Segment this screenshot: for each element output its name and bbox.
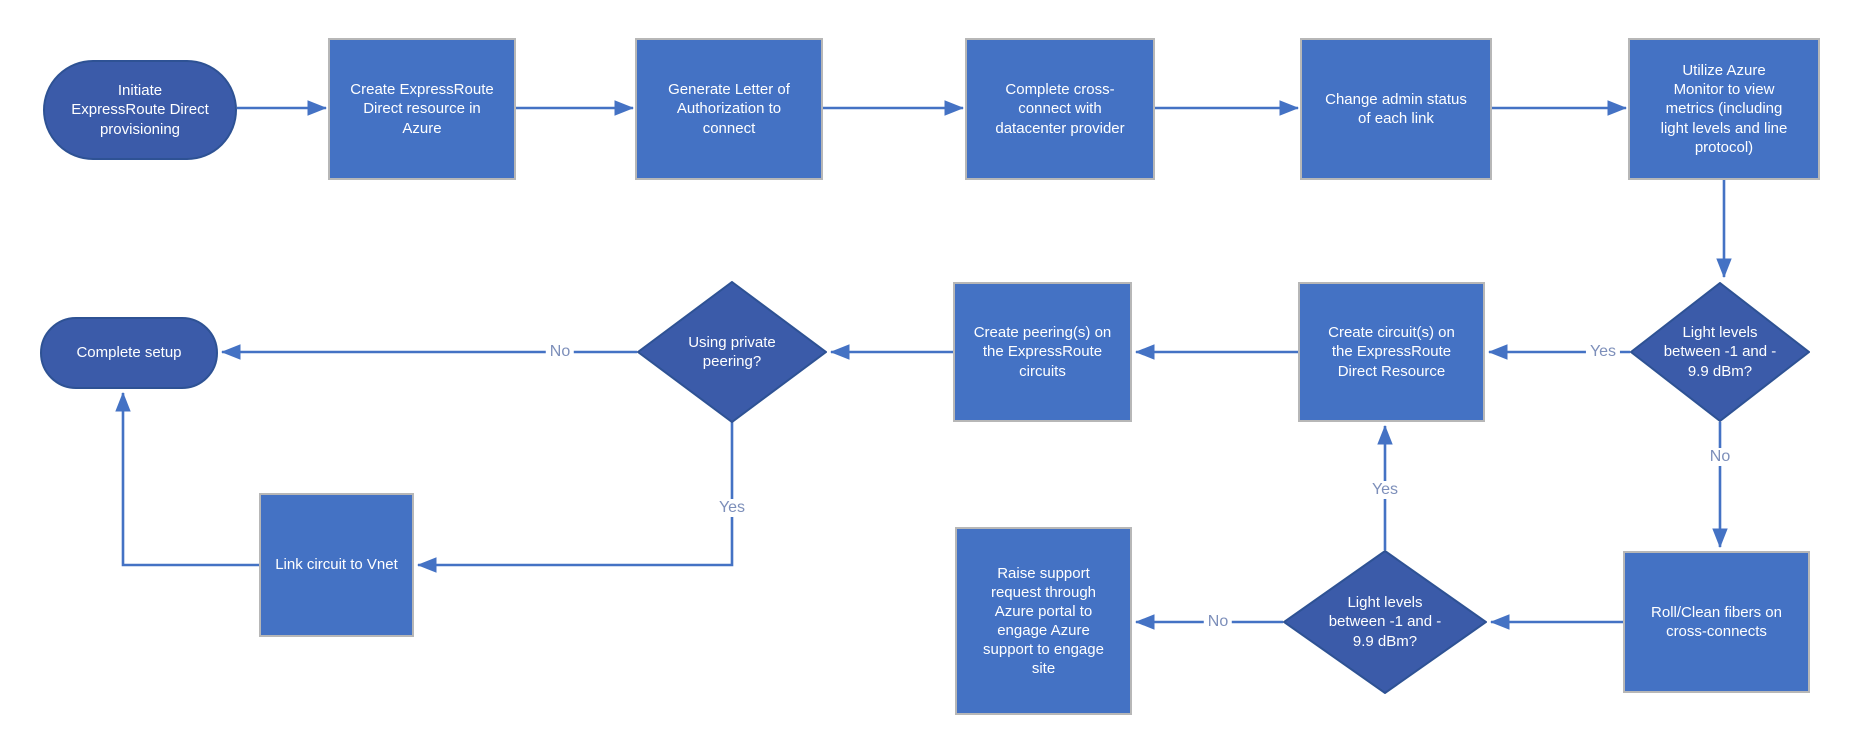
diamond-shape (1283, 550, 1487, 694)
node-label-roll-clean: Roll/Clean fibers on cross-connects (1651, 603, 1782, 640)
process-node-create-circuits: Create circuit(s) on the ExpressRoute Di… (1298, 282, 1485, 422)
process-node-roll-clean: Roll/Clean fibers on cross-connects (1623, 551, 1810, 693)
connector-private-peering-yes (416, 422, 734, 573)
process-node-link-vnet: Link circuit to Vnet (259, 493, 414, 637)
process-node-create-resource: Create ExpressRoute Direct resource in A… (328, 38, 516, 180)
edge-label-light-check-1-no: No (1705, 448, 1735, 466)
decision-node-light-check-1: Light levels between -1 and - 9.9 dBm? (1630, 282, 1810, 422)
edge-label-light-check-2-no: No (1203, 613, 1233, 631)
node-label-light-check-1: Light levels between -1 and - 9.9 dBm? (1663, 324, 1777, 380)
terminator-node-start: Initiate ExpressRoute Direct provisionin… (43, 60, 237, 160)
process-node-azure-monitor: Utilize Azure Monitor to view metrics (i… (1628, 38, 1820, 180)
node-label-light-check-2: Light levels between -1 and - 9.9 dBm? (1328, 594, 1442, 650)
node-label-azure-monitor: Utilize Azure Monitor to view metrics (i… (1660, 62, 1788, 156)
node-label-support-request: Raise support request through Azure port… (983, 564, 1104, 678)
node-label-admin-status: Change admin status of each link (1325, 90, 1467, 127)
node-label-create-circuits: Create circuit(s) on the ExpressRoute Di… (1328, 324, 1455, 380)
node-label-link-vnet: Link circuit to Vnet (275, 556, 398, 574)
diamond-shape (1630, 282, 1810, 422)
edge-label-light-check-1-yes: Yes (1585, 343, 1621, 361)
node-label-private-peering: Using private peering? (688, 333, 776, 370)
decision-node-private-peering: Using private peering? (637, 281, 827, 423)
process-node-support-request: Raise support request through Azure port… (955, 527, 1132, 715)
diamond-shape (637, 281, 827, 423)
connector-link-vnet-to-complete (115, 391, 259, 567)
node-label-start: Initiate ExpressRoute Direct provisionin… (71, 82, 209, 138)
terminator-node-complete-setup: Complete setup (40, 317, 218, 389)
node-label-generate-loa: Generate Letter of Authorization to conn… (668, 81, 790, 137)
edge-label-private-peering-yes: Yes (714, 499, 750, 517)
process-node-create-peerings: Create peering(s) on the ExpressRoute ci… (953, 282, 1132, 422)
node-label-create-resource: Create ExpressRoute Direct resource in A… (350, 81, 494, 137)
node-label-complete-setup: Complete setup (76, 344, 182, 362)
node-label-create-peerings: Create peering(s) on the ExpressRoute ci… (973, 324, 1112, 380)
process-node-generate-loa: Generate Letter of Authorization to conn… (635, 38, 823, 180)
process-node-cross-connect: Complete cross- connect with datacenter … (965, 38, 1155, 180)
process-node-admin-status: Change admin status of each link (1300, 38, 1492, 180)
edge-label-private-peering-no: No (545, 343, 575, 361)
decision-node-light-check-2: Light levels between -1 and - 9.9 dBm? (1283, 550, 1487, 694)
edge-label-light-check-2-yes: Yes (1367, 481, 1403, 499)
node-label-cross-connect: Complete cross- connect with datacenter … (995, 81, 1125, 137)
